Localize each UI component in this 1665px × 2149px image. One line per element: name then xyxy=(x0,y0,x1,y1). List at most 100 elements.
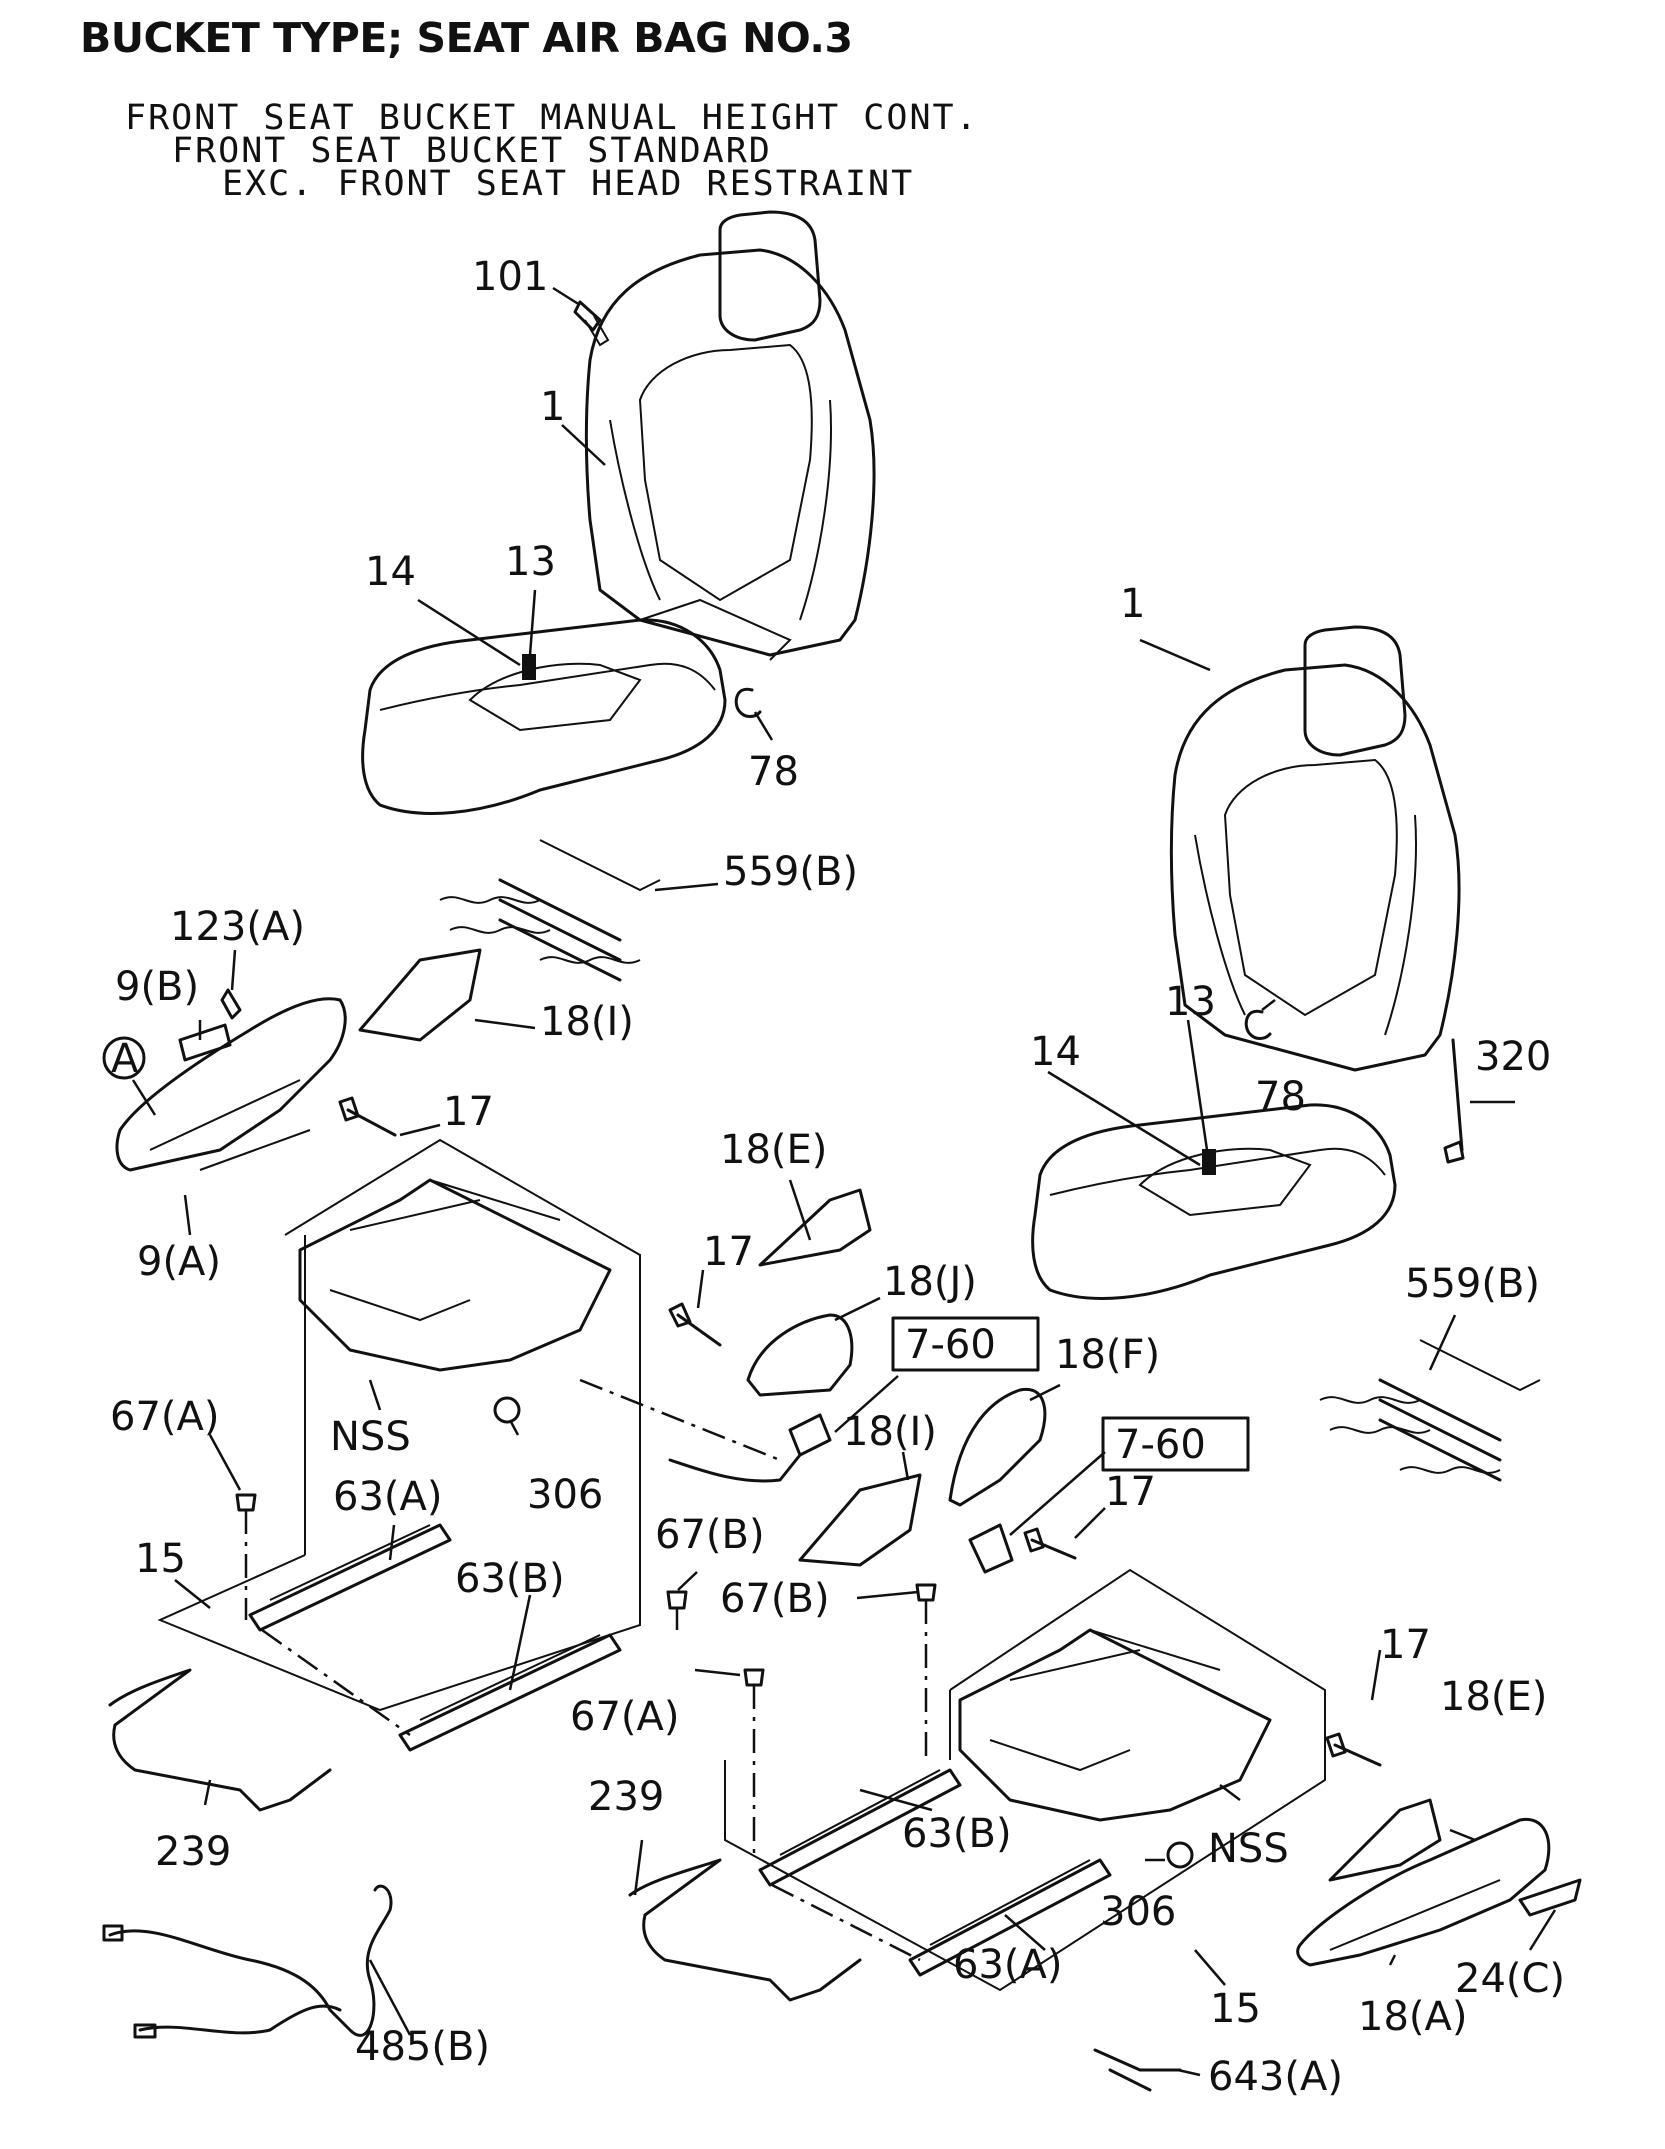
callout-63b-right: 63(B) xyxy=(902,1811,1012,1857)
callout-67b-b: 67(B) xyxy=(720,1576,830,1622)
right-rail-63b xyxy=(758,1768,962,1887)
callout-13-right: 13 xyxy=(1165,979,1216,1025)
mid-buckle-7-60b xyxy=(968,1523,1014,1574)
callout-643a: 643(A) xyxy=(1208,2054,1343,2100)
callout-13-left: 13 xyxy=(505,539,556,585)
callout-18i-top: 18(I) xyxy=(540,999,634,1045)
callout-17-mid: 17 xyxy=(703,1229,754,1275)
callout-63b-left: 63(B) xyxy=(455,1556,565,1602)
left-wire-239 xyxy=(108,1668,332,1812)
callout-18i-mid: 18(I) xyxy=(843,1409,937,1455)
left-seat-cushion xyxy=(361,598,792,815)
callout-15-left: 15 xyxy=(135,1536,186,1582)
ref-box-7-60-a xyxy=(891,1316,1040,1372)
condition-line-2: FRONT SEAT BUCKET STANDARD xyxy=(172,131,772,171)
callout-nss-left: NSS xyxy=(330,1414,411,1460)
callout-63a-left: 63(A) xyxy=(333,1474,442,1520)
callout-7-60-a: 7-60 xyxy=(905,1322,996,1368)
callout-78-right: 78 xyxy=(1255,1074,1306,1120)
callout-123a: 123(A) xyxy=(170,904,305,950)
callout-nss-right: NSS xyxy=(1208,1826,1289,1872)
callout-18j: 18(J) xyxy=(883,1259,977,1305)
right-bolt-17a xyxy=(1023,1527,1077,1560)
callout-559b-left: 559(B) xyxy=(723,849,858,895)
left-bolt-123a xyxy=(220,988,242,1020)
condition-line-1: FRONT SEAT BUCKET MANUAL HEIGHT CONT. xyxy=(125,98,979,138)
leader-lines xyxy=(131,286,1557,2077)
callout-7-60-b: 7-60 xyxy=(1115,1422,1206,1468)
callout-9a: 9(A) xyxy=(137,1239,221,1285)
callout-306-right: 306 xyxy=(1100,1889,1176,1935)
diagram-title: BUCKET TYPE; SEAT AIR BAG NO.3 xyxy=(80,14,853,62)
right-clip-13-14 xyxy=(1202,1149,1216,1175)
ref-box-7-60-b xyxy=(1101,1416,1250,1472)
left-cover-18i-top xyxy=(358,948,482,1042)
callout-18e-right: 18(E) xyxy=(1440,1674,1547,1720)
left-harness-485b xyxy=(102,1884,393,2039)
callout-18a: 18(A) xyxy=(1358,1994,1467,2040)
callout-17-left: 17 xyxy=(443,1089,494,1135)
callout-67a-right: 67(A) xyxy=(570,1694,679,1740)
mid-cover-18i xyxy=(798,1473,922,1567)
callout-labels: 101 1 14 13 78 559(B) 123(A) 9(B) 18(I) … xyxy=(110,254,1565,2100)
callout-306-left: 306 xyxy=(527,1472,603,1518)
left-frame-box xyxy=(157,1138,641,1712)
callout-18f: 18(F) xyxy=(1055,1332,1160,1378)
callout-1-left: 1 xyxy=(540,384,565,430)
left-bracket-9b xyxy=(178,1023,232,1062)
right-bolt-67a xyxy=(743,1668,765,1860)
callout-320: 320 xyxy=(1475,1034,1551,1080)
left-bolt-67a xyxy=(235,1493,257,1620)
mid-cover-18e xyxy=(758,1188,872,1267)
left-rail-link xyxy=(261,1628,411,1737)
left-rail-63a xyxy=(248,1523,452,1632)
callout-101: 101 xyxy=(472,254,548,300)
callout-view-a: A xyxy=(111,1036,139,1082)
callout-239-right: 239 xyxy=(588,1774,664,1820)
left-hook-78 xyxy=(734,687,762,718)
callout-485b: 485(B) xyxy=(355,2024,490,2070)
right-strap-320 xyxy=(1443,1038,1465,1164)
condition-line-3: EXC. FRONT SEAT HEAD RESTRAINT xyxy=(222,164,915,204)
callout-14-right: 14 xyxy=(1030,1029,1081,1075)
right-rail-63a xyxy=(771,1858,1112,1977)
left-spring-559b xyxy=(439,839,661,982)
left-nut-306 xyxy=(493,1396,521,1424)
right-shield-18a xyxy=(1296,1817,1551,1967)
right-hook-78 xyxy=(1244,1009,1272,1040)
right-spring-559b xyxy=(1319,1339,1541,1482)
callout-67a-left: 67(A) xyxy=(110,1394,219,1440)
view-marker-circle xyxy=(102,1036,146,1080)
right-nut-306 xyxy=(1166,1841,1194,1869)
callout-14-left: 14 xyxy=(365,549,416,595)
right-seat-frame-nss xyxy=(958,1628,1272,1822)
mid-bolt-67b xyxy=(915,1583,937,1760)
left-bolt-67b xyxy=(666,1590,688,1630)
callout-9b: 9(B) xyxy=(115,964,199,1010)
left-side-shield xyxy=(115,997,347,1172)
callout-17-right-a: 17 xyxy=(1105,1469,1156,1515)
callout-63a-right: 63(A) xyxy=(953,1942,1062,1988)
callout-239-left: 239 xyxy=(155,1829,231,1875)
callout-18e-mid: 18(E) xyxy=(720,1127,827,1173)
callout-1-right: 1 xyxy=(1120,581,1145,627)
callout-17-right-b: 17 xyxy=(1380,1622,1431,1668)
callout-78-left: 78 xyxy=(748,749,799,795)
left-bolt-17 xyxy=(338,1096,397,1137)
left-clip-13-14 xyxy=(522,654,536,680)
right-wire-239 xyxy=(628,1858,862,2002)
left-seat-back xyxy=(584,210,876,657)
mid-cover-18f xyxy=(948,1387,1047,1507)
left-rail-63b xyxy=(398,1633,622,1752)
right-clip-643a xyxy=(1093,2048,1182,2092)
mid-bolt-17 xyxy=(668,1302,722,1347)
mid-buckle-7-60a xyxy=(579,1378,832,1483)
left-bolt-101 xyxy=(573,300,610,347)
right-frame-box xyxy=(724,1568,1326,1992)
right-seat-cushion xyxy=(1031,1103,1397,1300)
callout-67b-a: 67(B) xyxy=(655,1512,765,1558)
callout-559b-right: 559(B) xyxy=(1405,1261,1540,1307)
right-seat-back xyxy=(1169,625,1461,1072)
callout-24c: 24(C) xyxy=(1455,1956,1565,2002)
